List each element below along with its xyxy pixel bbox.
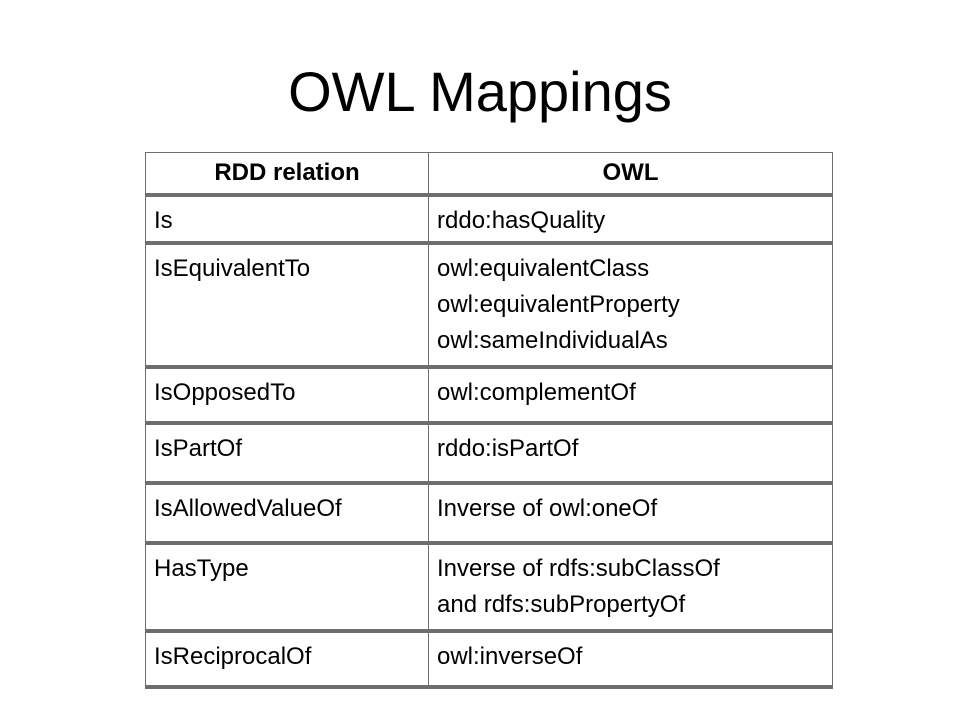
relation-label: IsAllowedValueOf bbox=[154, 494, 342, 522]
header-owl: OWL bbox=[428, 152, 833, 197]
mapping-table: RDD relation OWL Is rddo:hasQuality IsEq… bbox=[145, 152, 833, 689]
owl-mapping-line: Inverse of owl:oneOf bbox=[437, 494, 658, 522]
table-row: Is rddo:hasQuality bbox=[145, 194, 833, 245]
table-row: IsPartOf rddo:isPartOf bbox=[145, 422, 833, 485]
table-row: IsReciprocalOf owl:inverseOf bbox=[145, 630, 833, 689]
owl-cell: owl:equivalentClass owl:equivalentProper… bbox=[428, 242, 833, 369]
relation-label: IsOpposedTo bbox=[154, 378, 296, 406]
relation-cell: IsAllowedValueOf bbox=[145, 482, 429, 545]
owl-cell: rddo:hasQuality bbox=[428, 194, 833, 245]
table-row: HasType Inverse of rdfs:subClassOf and r… bbox=[145, 542, 833, 633]
owl-mapping-line: owl:equivalentProperty bbox=[437, 290, 680, 318]
relation-label: HasType bbox=[154, 554, 249, 582]
owl-mapping-line: and rdfs:subPropertyOf bbox=[437, 590, 686, 618]
table-header-row: RDD relation OWL bbox=[145, 152, 833, 197]
owl-cell: owl:complementOf bbox=[428, 366, 833, 425]
owl-mapping-line: owl:complementOf bbox=[437, 378, 636, 406]
owl-cell: owl:inverseOf bbox=[428, 630, 833, 689]
relation-label: IsReciprocalOf bbox=[154, 642, 312, 670]
slide-title: OWL Mappings bbox=[288, 60, 672, 123]
relation-cell: IsOpposedTo bbox=[145, 366, 429, 425]
owl-mapping-line: owl:sameIndividualAs bbox=[437, 326, 668, 354]
owl-mapping-line: rddo:isPartOf bbox=[437, 434, 579, 462]
owl-mapping-line: owl:inverseOf bbox=[437, 642, 583, 670]
owl-mapping-line: Inverse of rdfs:subClassOf bbox=[437, 554, 720, 582]
table-row: IsAllowedValueOf Inverse of owl:oneOf bbox=[145, 482, 833, 545]
owl-cell: rddo:isPartOf bbox=[428, 422, 833, 485]
relation-label: Is bbox=[154, 206, 173, 234]
owl-cell: Inverse of rdfs:subClassOf and rdfs:subP… bbox=[428, 542, 833, 633]
relation-label: IsEquivalentTo bbox=[154, 254, 311, 282]
table-row: IsEquivalentTo owl:equivalentClass owl:e… bbox=[145, 242, 833, 369]
relation-cell: Is bbox=[145, 194, 429, 245]
relation-cell: IsReciprocalOf bbox=[145, 630, 429, 689]
relation-label: IsPartOf bbox=[154, 434, 243, 462]
relation-cell: IsEquivalentTo bbox=[145, 242, 429, 369]
owl-mapping-line: rddo:hasQuality bbox=[437, 206, 606, 234]
table-row: IsOpposedTo owl:complementOf bbox=[145, 366, 833, 425]
relation-cell: IsPartOf bbox=[145, 422, 429, 485]
owl-mapping-line: owl:equivalentClass bbox=[437, 254, 650, 282]
header-rdd-relation: RDD relation bbox=[145, 152, 429, 197]
owl-cell: Inverse of owl:oneOf bbox=[428, 482, 833, 545]
relation-cell: HasType bbox=[145, 542, 429, 633]
